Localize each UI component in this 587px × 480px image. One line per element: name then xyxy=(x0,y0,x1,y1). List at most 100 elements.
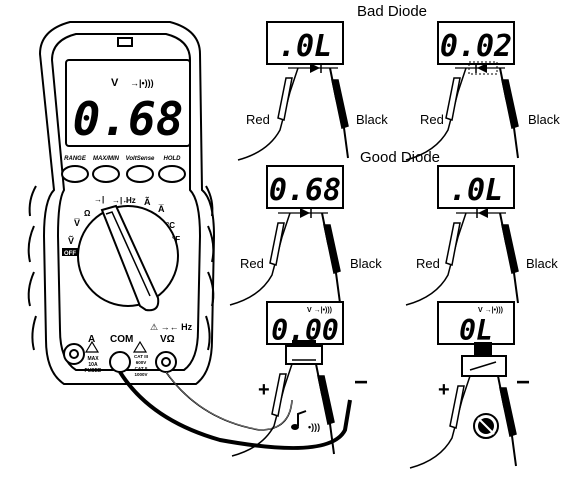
panel-reading: .0L xyxy=(278,29,332,64)
dial-off-label: OFF xyxy=(64,251,76,257)
red-probe-body xyxy=(271,373,287,417)
black-probe-body xyxy=(317,375,335,425)
pushbutton-switch xyxy=(285,345,323,365)
black-probe-body xyxy=(501,79,519,129)
meter-button-cap[interactable] xyxy=(126,165,154,183)
meter-button-label: MAX/MIN xyxy=(93,156,120,162)
fuse-text-line: 10A xyxy=(88,362,98,368)
meter-buttons: RANGE MAX/MIN VoltSense HOLD xyxy=(61,156,186,183)
red-probe-label: Red xyxy=(240,256,264,271)
cat-text-line: 600V xyxy=(136,360,147,365)
continuity-panels: V →|•)))0.00V →|•)))0L xyxy=(231,301,517,469)
cat-text-line: 1000V xyxy=(134,372,147,377)
continuity-mode: V →|•))) xyxy=(307,307,332,314)
continuity-mode: V →|•))) xyxy=(478,307,503,314)
black-probe-body xyxy=(499,387,517,437)
terminal-vohm-label: VΩ xyxy=(160,334,175,345)
meter-button-label: HOLD xyxy=(164,156,182,162)
dial-diode-label: →| xyxy=(94,195,104,204)
panel-reading: 0.02 xyxy=(440,29,512,64)
red-probe-body xyxy=(449,385,465,429)
red-probe-label: Red xyxy=(416,256,440,271)
meter-button-label: RANGE xyxy=(64,156,87,162)
beep-icon: •))) xyxy=(291,410,320,432)
red-probe-wire xyxy=(237,67,299,161)
dial-hz-label: Hz xyxy=(126,196,136,205)
terminal-a-label: A xyxy=(88,334,95,345)
meter-button-range[interactable]: RANGE xyxy=(61,156,89,183)
continuity-reading: 0L xyxy=(459,314,493,347)
red-probe-wire xyxy=(405,67,467,161)
com-jack[interactable] xyxy=(109,351,131,373)
meter-button-cap[interactable] xyxy=(158,165,186,183)
red-probe-wire xyxy=(409,375,471,469)
dial-ac-v-label: Ṽ xyxy=(68,236,74,246)
red-probe-label: Red xyxy=(420,112,444,127)
minus-sign-right: − xyxy=(516,369,530,396)
diode-symbol-icon xyxy=(300,208,310,218)
red-probe-label: Red xyxy=(246,112,270,127)
black-probe-body xyxy=(331,79,349,129)
meter-button-cap[interactable] xyxy=(61,165,89,183)
meter-lcd xyxy=(65,59,191,147)
panel-lcd xyxy=(437,21,515,65)
red-probe-wire xyxy=(231,363,293,457)
panel-lcd xyxy=(266,21,344,65)
black-probe-label: Black xyxy=(356,112,388,127)
meter-button-label: VoltSense xyxy=(126,156,155,162)
meter-button-cap[interactable] xyxy=(92,165,120,183)
continuity-panel-1: V →|•)))0.00 xyxy=(231,301,344,457)
red-probe-body xyxy=(445,77,461,121)
good-diode-heading: Good Diode xyxy=(360,149,440,166)
warning-triangle-icon xyxy=(84,340,100,353)
left-grip xyxy=(27,185,37,351)
dial-degc-label: °C xyxy=(166,221,175,230)
black-probe-label: Black xyxy=(350,256,382,271)
dial-dc-v-label: V̅ xyxy=(74,218,80,228)
cat-text-line: CAT II xyxy=(135,366,148,371)
cat-text-line: CAT III xyxy=(134,354,148,359)
red-probe-body xyxy=(269,222,285,266)
lcd-mode: V xyxy=(111,77,119,89)
lcd-diode-symbol: →|•))) xyxy=(130,78,154,88)
black-probe-body xyxy=(501,224,519,274)
terminal-top-label: ⚠ →← Hz xyxy=(150,322,193,332)
lcd-reading: 0.68 xyxy=(73,92,184,146)
off-badge xyxy=(62,248,78,256)
diode-panel-1: .0L Red Black xyxy=(237,21,388,161)
panel-reading: 0.68 xyxy=(269,173,341,208)
terminals xyxy=(63,343,177,373)
red-probe-body xyxy=(277,77,293,121)
dial-ohm-label: Ω xyxy=(84,209,91,218)
plus-sign-right: + xyxy=(438,379,450,401)
terminal-com-label: COM xyxy=(110,334,133,345)
meter-button-voltsense[interactable]: VoltSense xyxy=(126,156,155,183)
no-beep-icon xyxy=(473,413,499,439)
warning-triangle-icon xyxy=(132,340,148,353)
continuity-lcd xyxy=(437,301,515,345)
continuity-panel-2: V →|•)))0L xyxy=(409,301,517,469)
red-probe-body xyxy=(445,222,461,266)
panel-lcd xyxy=(266,165,344,209)
diode-symbol-icon xyxy=(477,63,487,73)
meter-button-hold[interactable]: HOLD xyxy=(158,156,186,183)
rotary-dial[interactable] xyxy=(77,204,179,312)
dial-ac-a-label: Ã xyxy=(144,197,151,207)
meter-button-maxmin[interactable]: MAX/MIN xyxy=(92,156,120,183)
plus-sign-left: + xyxy=(258,379,270,401)
black-probe-label: Black xyxy=(528,112,560,127)
right-grip xyxy=(205,185,215,351)
diode-symbol-icon xyxy=(478,208,488,218)
dial-dc-a-label: A̅ xyxy=(158,204,165,214)
red-probe-wire xyxy=(405,212,467,306)
panel-lcd xyxy=(437,165,515,209)
red-probe-wire xyxy=(229,212,291,306)
minus-sign-left: − xyxy=(354,369,368,396)
